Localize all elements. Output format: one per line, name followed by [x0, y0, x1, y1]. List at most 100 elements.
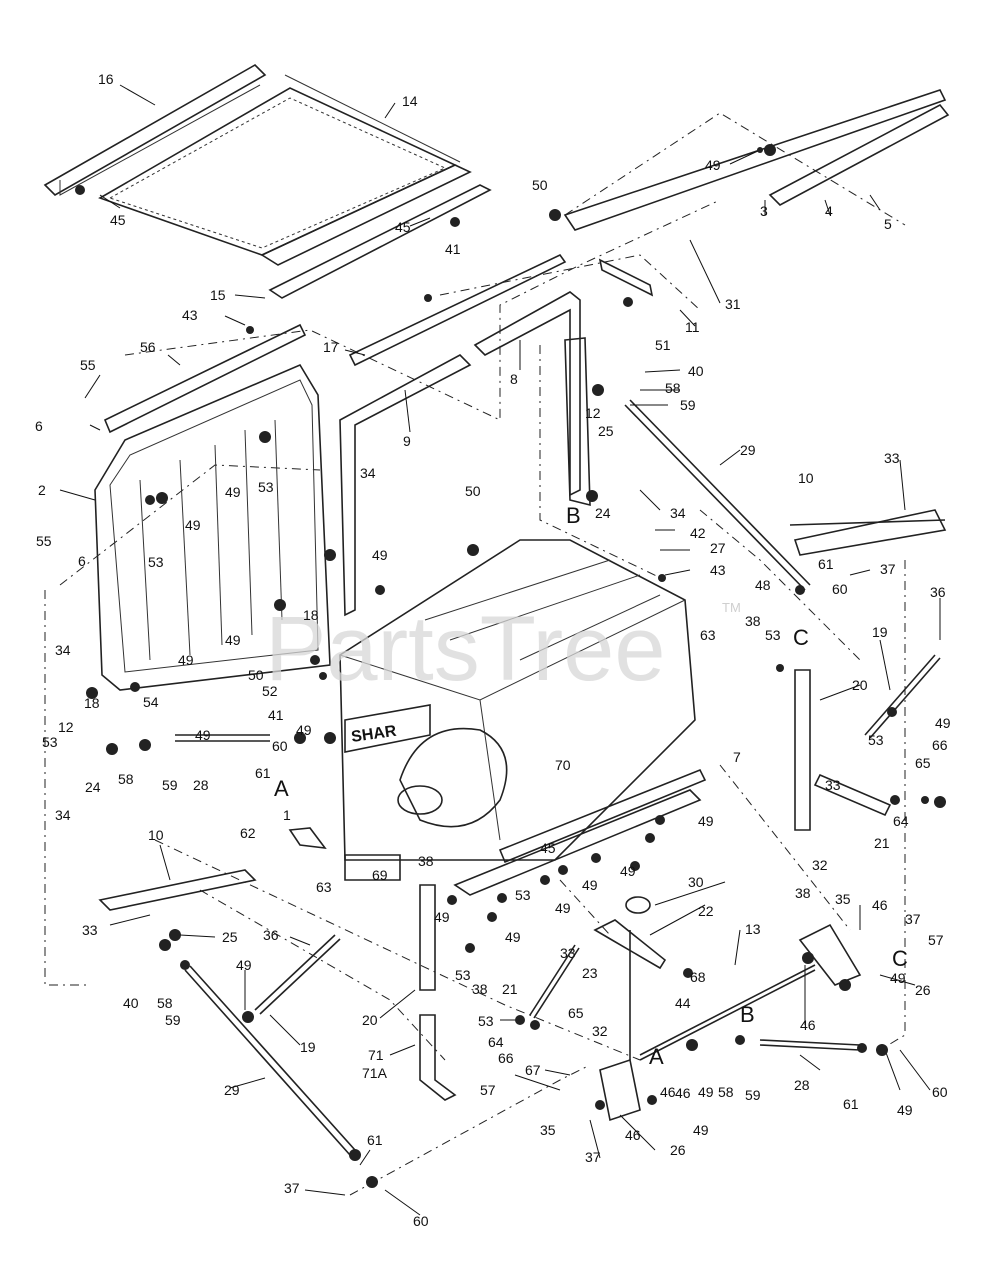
callout-10: 10 [798, 470, 814, 486]
callout-33: 33 [884, 450, 900, 466]
callout-27: 27 [710, 540, 726, 556]
callout-35: 35 [540, 1122, 556, 1138]
callout-63: 63 [700, 627, 716, 643]
callout-1: 1 [283, 807, 291, 823]
callout-36: 36 [263, 927, 279, 943]
callout-15: 15 [210, 287, 226, 303]
callout-21: 21 [502, 981, 518, 997]
callout-49: 49 [897, 1102, 913, 1118]
callout-7: 7 [733, 749, 741, 765]
reference-letter-A: A [649, 1044, 664, 1069]
callout-20: 20 [852, 677, 868, 693]
callout-38: 38 [745, 613, 761, 629]
callout-43: 43 [710, 562, 726, 578]
callout-19: 19 [872, 624, 888, 640]
callout-59: 59 [162, 777, 178, 793]
callout-35: 35 [835, 891, 851, 907]
callout-68: 68 [690, 969, 706, 985]
callout-53: 53 [148, 554, 164, 570]
callout-19: 19 [300, 1039, 316, 1055]
callout-54: 54 [143, 694, 159, 710]
callout-8: 8 [510, 371, 518, 387]
front-panel [94, 323, 331, 691]
support-hardware [98, 89, 950, 1156]
callout-38: 38 [795, 885, 811, 901]
side-frames [339, 253, 581, 617]
callout-6: 6 [78, 553, 86, 569]
callout-40: 40 [123, 995, 139, 1011]
callout-17: 17 [323, 339, 339, 355]
callout-49: 49 [225, 632, 241, 648]
callout-46: 46 [872, 897, 888, 913]
fasteners [75, 144, 946, 1188]
callout-45: 45 [110, 212, 126, 228]
callout-14: 14 [402, 93, 418, 109]
callout-32: 32 [592, 1023, 608, 1039]
callout-66: 66 [498, 1050, 514, 1066]
callout-37: 37 [880, 561, 896, 577]
callout-34: 34 [670, 505, 686, 521]
callout-28: 28 [794, 1077, 810, 1093]
callout-58: 58 [718, 1084, 734, 1100]
callout-61: 61 [255, 765, 271, 781]
callout-53: 53 [478, 1013, 494, 1029]
callout-49: 49 [225, 484, 241, 500]
watermark-trademark: TM [722, 600, 741, 615]
callout-61: 61 [818, 556, 834, 572]
callout-46: 46 [625, 1127, 641, 1143]
callout-49: 49 [236, 957, 252, 973]
reference-letter-B: B [740, 1002, 755, 1027]
callout-71A: 71A [362, 1065, 388, 1081]
callout-60: 60 [272, 738, 288, 754]
callout-38: 38 [418, 853, 434, 869]
callout-61: 61 [843, 1096, 859, 1112]
callout-42: 42 [690, 525, 706, 541]
callout-49: 49 [582, 877, 598, 893]
callout-71: 71 [368, 1047, 384, 1063]
callout-30: 30 [688, 874, 704, 890]
callout-52: 52 [262, 683, 278, 699]
callout-32: 32 [812, 857, 828, 873]
callout-9: 9 [403, 433, 411, 449]
callout-58: 58 [665, 380, 681, 396]
callout-60: 60 [832, 581, 848, 597]
callout-49: 49 [178, 652, 194, 668]
fuel-tank-stamp: SHAR [350, 723, 398, 746]
callout-59: 59 [745, 1087, 761, 1103]
reference-letter-A: A [274, 776, 289, 801]
callout-12: 12 [585, 405, 601, 421]
callout-49: 49 [698, 813, 714, 829]
callout-43: 43 [182, 307, 198, 323]
callout-10: 10 [148, 827, 164, 843]
callout-49: 49 [434, 909, 450, 925]
watermark: PartsTree [265, 598, 665, 700]
callout-65: 65 [568, 1005, 584, 1021]
callout-60: 60 [413, 1213, 429, 1229]
callout-21: 21 [874, 835, 890, 851]
reference-letter-C: C [892, 946, 908, 971]
callout-58: 58 [157, 995, 173, 1011]
callout-3: 3 [760, 203, 768, 219]
callout-18: 18 [84, 695, 100, 711]
callout-37: 37 [284, 1180, 300, 1196]
callout-2: 2 [38, 482, 46, 498]
callout-31: 31 [725, 296, 741, 312]
callout-49: 49 [372, 547, 388, 563]
callout-33: 33 [825, 777, 841, 793]
fuel-tank [339, 539, 696, 861]
callout-48: 48 [755, 577, 771, 593]
callout-29: 29 [740, 442, 756, 458]
callout-25: 25 [598, 423, 614, 439]
callout-4: 4 [825, 203, 833, 219]
callout-70: 70 [555, 757, 571, 773]
callout-24: 24 [595, 505, 611, 521]
callout-34: 34 [360, 465, 376, 481]
assembly-dashed-lines [44, 112, 906, 1196]
callout-59: 59 [165, 1012, 181, 1028]
callout-46: 46 [800, 1017, 816, 1033]
callout-45: 45 [540, 840, 556, 856]
callout-40: 40 [688, 363, 704, 379]
callout-58: 58 [118, 771, 134, 787]
callout-65: 65 [915, 755, 931, 771]
callout-23: 23 [582, 965, 598, 981]
